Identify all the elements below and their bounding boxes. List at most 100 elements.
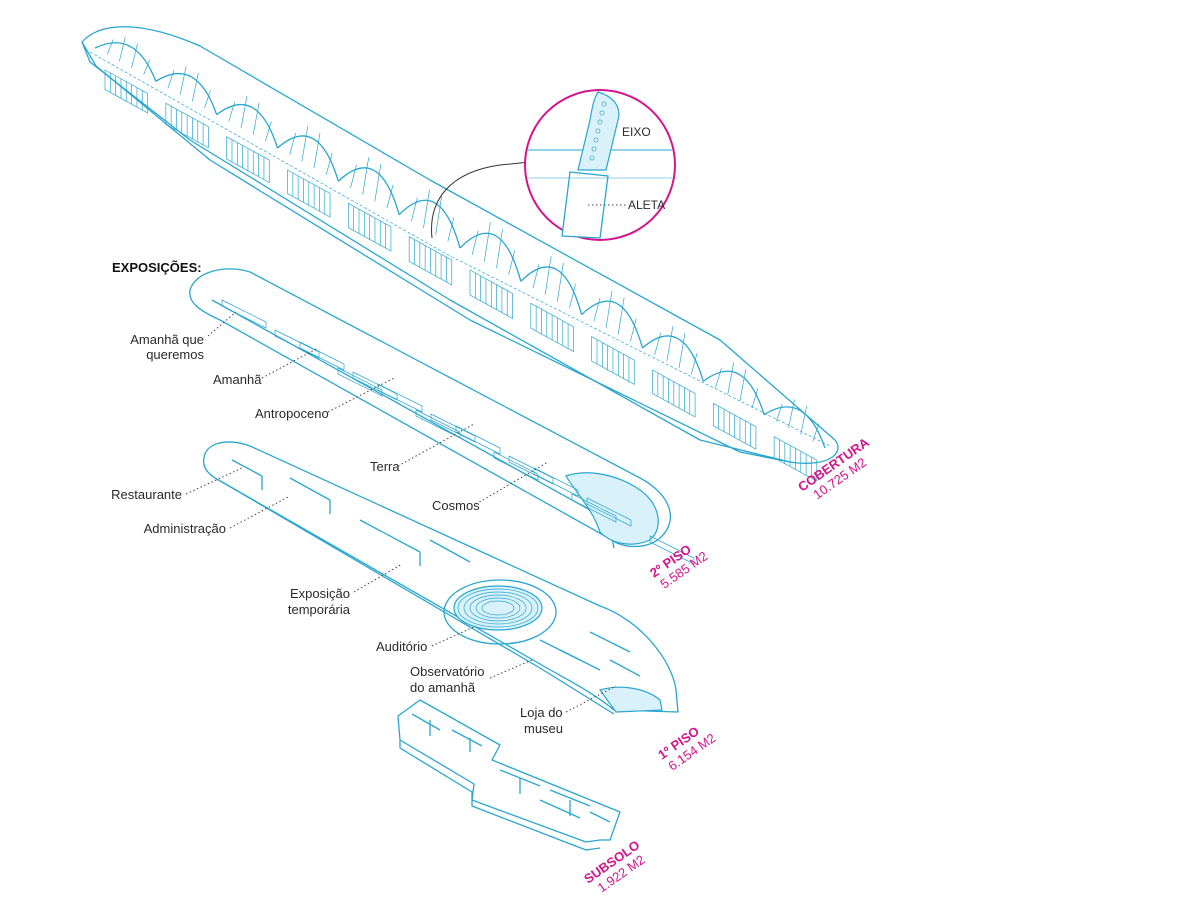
label-auditorio: Auditório — [376, 639, 427, 654]
roof-arch — [581, 300, 644, 349]
roof-rib — [191, 72, 199, 102]
floor-1 — [202, 441, 679, 715]
label-restaurante: Restaurante — [111, 487, 182, 502]
roof-rib — [447, 217, 455, 242]
roof-fins — [104, 69, 818, 482]
exhibit-panel — [299, 341, 345, 371]
rib-hole — [599, 110, 605, 116]
exhibit-panel — [430, 413, 476, 443]
exhibit-panel — [455, 425, 501, 455]
roof-rib — [483, 222, 491, 262]
roof-arch — [459, 232, 522, 282]
roof-fin-panel — [469, 269, 513, 320]
basement-wall — [539, 799, 581, 819]
roof-rib — [532, 264, 540, 289]
inset-fin — [561, 171, 609, 239]
roof-fin-panel — [347, 202, 392, 252]
roof-rib — [264, 121, 272, 142]
floor1-walls — [231, 459, 641, 677]
leader-loja — [565, 685, 617, 713]
roof-rib — [800, 406, 808, 435]
rib-hole — [591, 146, 597, 152]
exhibit-panel — [337, 367, 383, 397]
exhibit-panel — [571, 493, 617, 523]
rib-hole — [601, 101, 607, 107]
label-amanha-que-queremos-2: queremos — [146, 347, 204, 362]
roof-arch — [763, 406, 826, 449]
floor1-wall — [429, 539, 471, 563]
roof-rib — [739, 369, 747, 402]
floor1-base-edge — [221, 481, 615, 715]
floor2-outline — [189, 268, 671, 548]
roof-fin-panel — [104, 69, 148, 114]
roof-arch — [642, 335, 704, 382]
roof-rib — [812, 423, 820, 442]
roof-fin-panel — [773, 436, 818, 482]
exhibit-panel — [493, 451, 539, 481]
roof-arch — [702, 370, 765, 415]
roof-rib — [654, 332, 662, 355]
roof-base-edge — [81, 41, 791, 463]
seat-row — [463, 591, 533, 625]
roof-arches — [94, 36, 826, 449]
roof-fin-panel — [591, 336, 635, 386]
inset-rib-holes — [589, 101, 607, 161]
roof-rib — [666, 326, 674, 362]
basement-wall — [549, 789, 591, 807]
roof-rib — [179, 66, 187, 95]
floor2-end-room — [565, 472, 659, 545]
roof-rib — [240, 95, 248, 129]
label-observatorio-2: do amanhã — [410, 680, 476, 695]
roof-rib — [496, 228, 503, 269]
basement-wall — [411, 713, 441, 731]
seat-row — [475, 597, 521, 619]
floor1-wall — [559, 649, 601, 671]
leader-terra — [397, 423, 475, 467]
roof-rib — [131, 43, 138, 69]
roof-rib — [678, 332, 686, 369]
roof-fin-panel — [408, 236, 453, 286]
roof-arch — [520, 266, 583, 315]
floor2-exhibit-panels — [221, 299, 695, 565]
roof-arch — [216, 104, 279, 149]
leader-restaurante — [185, 467, 243, 495]
basement-wall — [451, 729, 483, 747]
exhibit-panel — [377, 383, 423, 413]
label-observatorio-1: Observatório — [410, 664, 484, 679]
roof-rib — [605, 290, 613, 329]
roof-rib — [386, 184, 394, 209]
label-exposicao-temporaria-1: Exposição — [290, 586, 350, 601]
roof-rib — [593, 298, 601, 322]
roof-rib — [289, 132, 297, 155]
roof-rib — [143, 59, 150, 75]
label-loja-1: Loja do — [520, 705, 563, 720]
inset-label-aleta: ALETA — [628, 198, 665, 212]
exhibit-panel — [586, 497, 632, 527]
inset-leader — [431, 161, 531, 239]
auditorium-rows — [457, 588, 539, 628]
roof-rib — [325, 152, 333, 175]
roof-structure — [81, 26, 839, 482]
roof-rib — [629, 318, 637, 342]
auditorium-shell — [443, 579, 557, 645]
exhibit-panel — [221, 299, 267, 329]
roof-rib — [350, 164, 357, 189]
label-terra: Terra — [370, 459, 400, 474]
roof-rib — [423, 189, 430, 229]
exhibit-panel — [352, 371, 398, 401]
auditorium-seating — [453, 585, 543, 631]
exhibit-panel — [649, 535, 695, 565]
exhibitions-title: EXPOSIÇÕES: — [112, 260, 202, 275]
leader-antropoceno — [327, 377, 395, 413]
label-cosmos: Cosmos — [432, 498, 480, 513]
seat-row — [469, 594, 527, 622]
inset-label-eixo: EIXO — [622, 125, 651, 139]
floor1-wall — [589, 631, 631, 653]
roof-rib — [788, 399, 795, 429]
basement-walls — [411, 713, 611, 823]
roof-fin-panel — [226, 136, 270, 184]
floor1-shop-end — [599, 686, 663, 713]
roof-fin-panel — [287, 169, 331, 218]
basement-outline — [397, 699, 621, 843]
rib-hole — [589, 155, 595, 161]
